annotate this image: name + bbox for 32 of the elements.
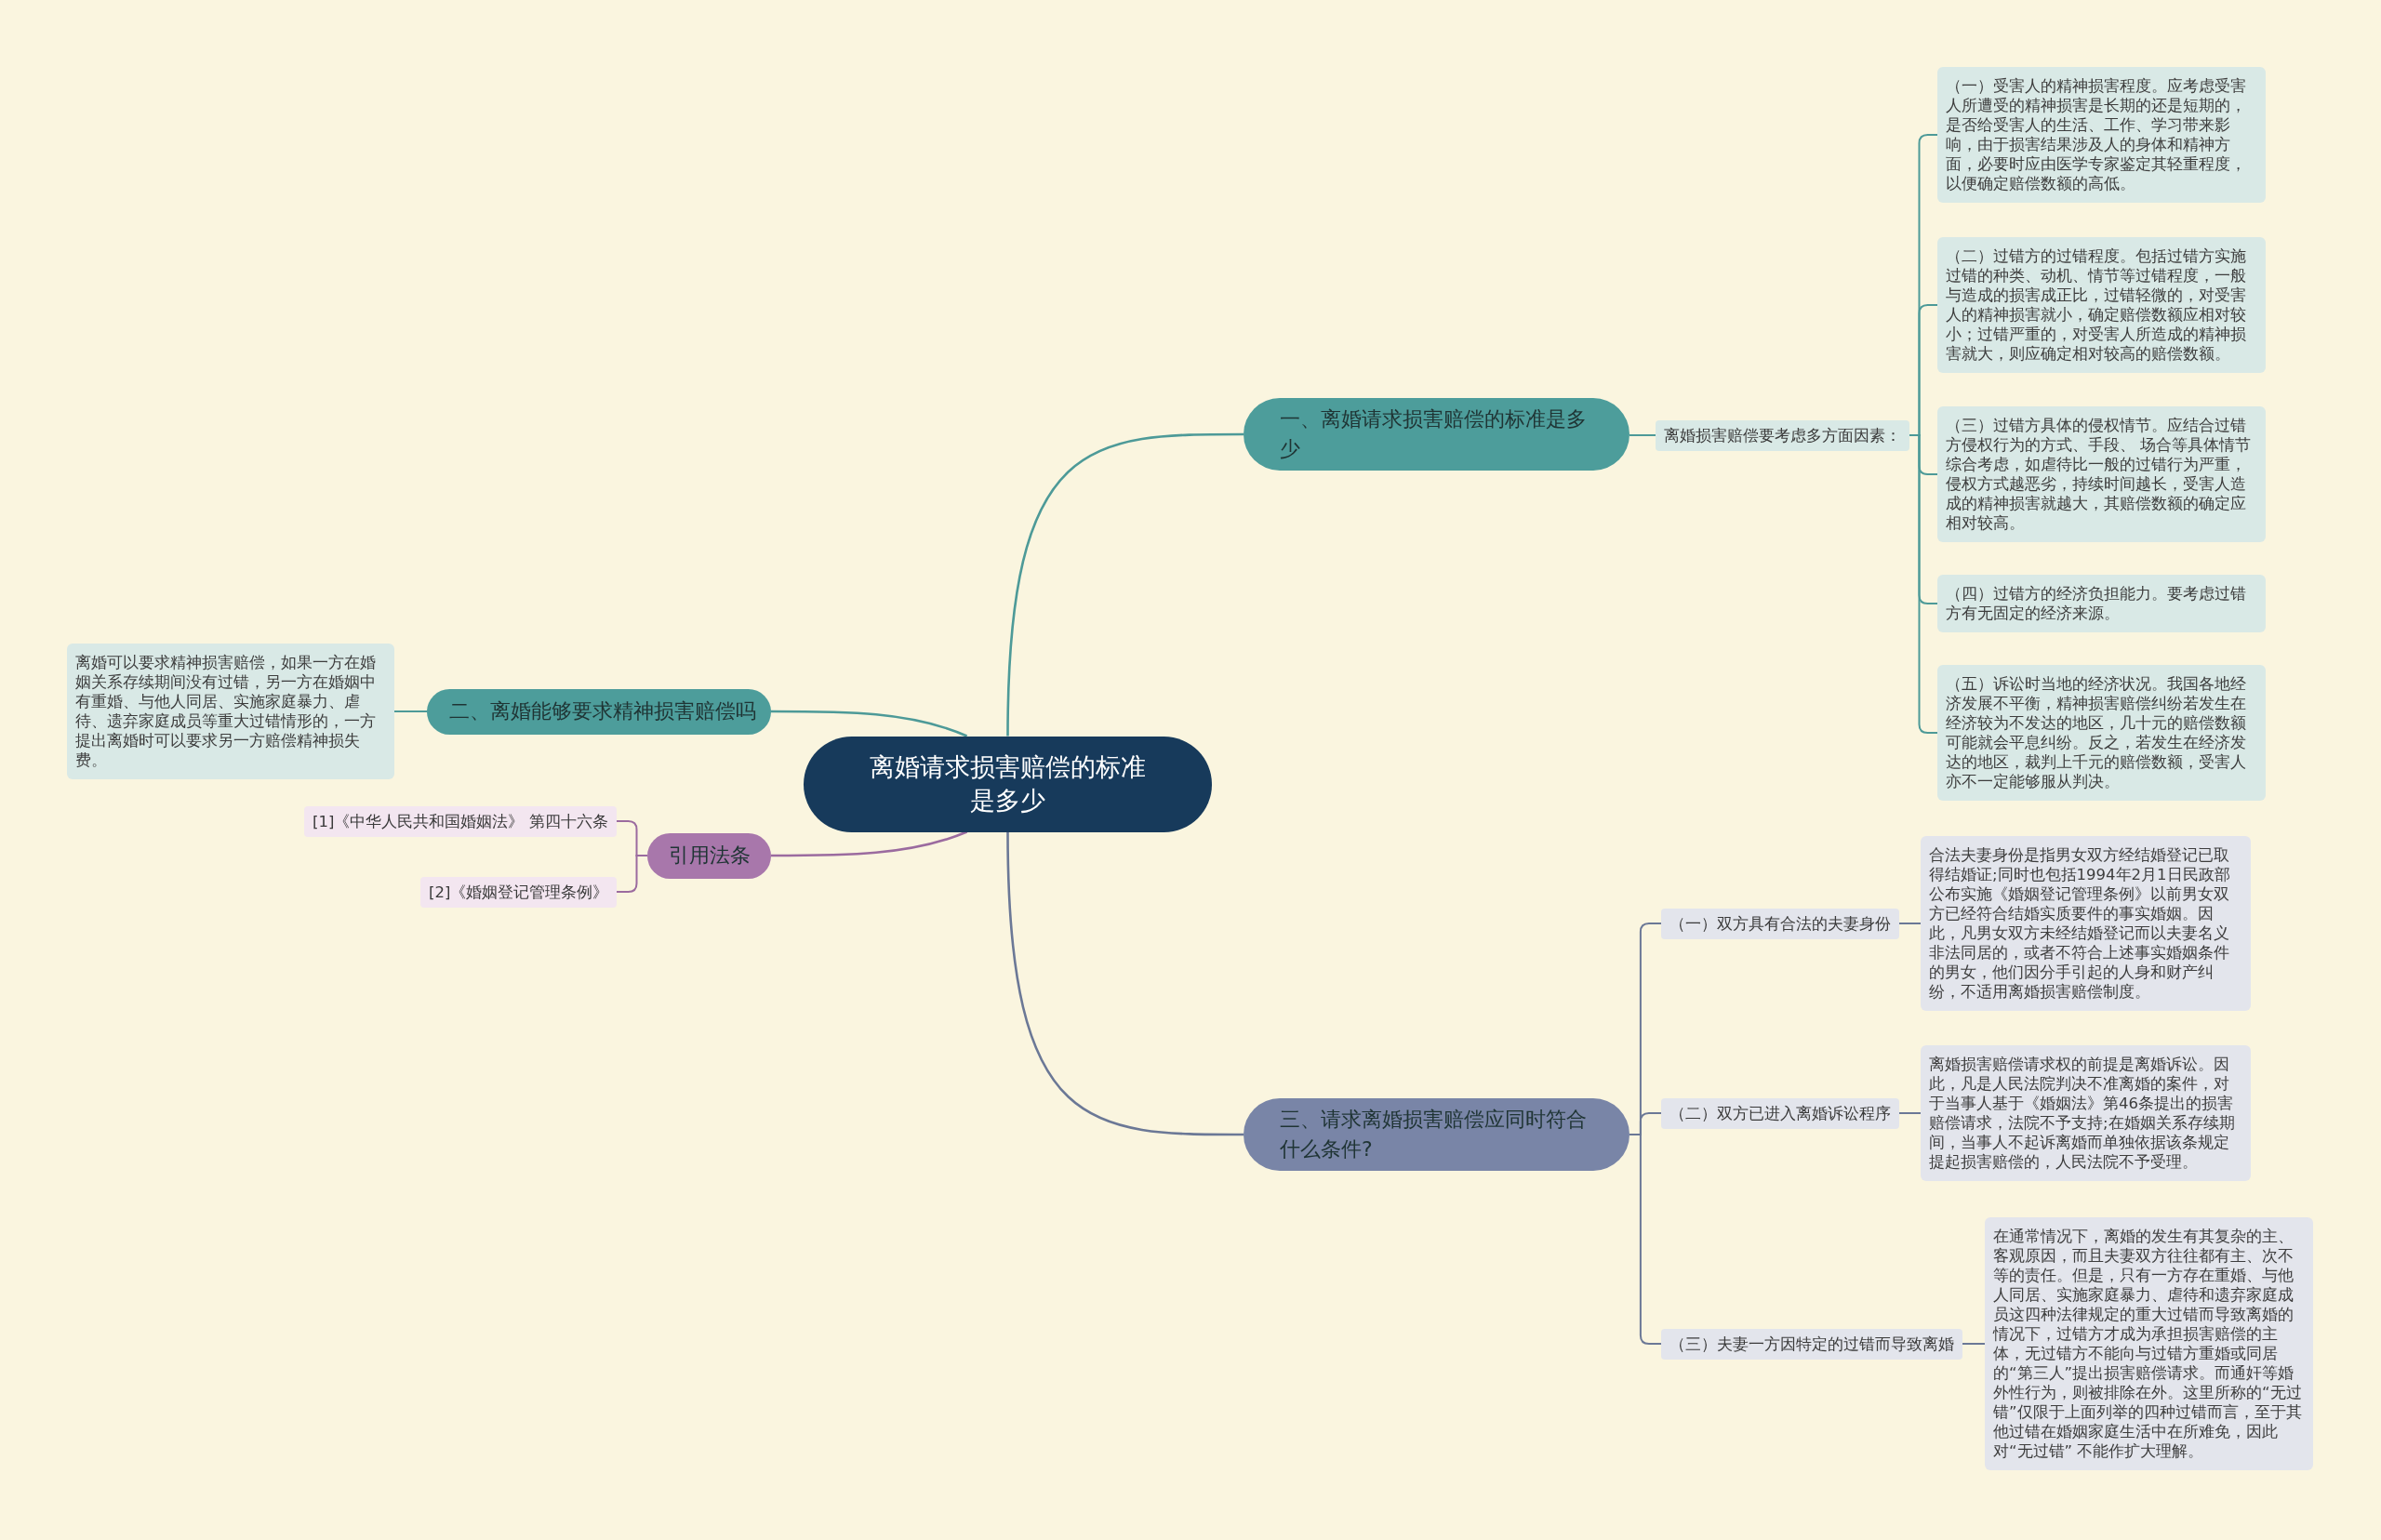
connector-line: [1629, 434, 1656, 436]
connector-line: [1629, 1134, 1662, 1345]
subtopic-label: [1]《中华人民共和国婚姻法》 第四十六条: [304, 805, 617, 837]
connector-line: [1898, 923, 1922, 924]
branch-topic: 三、请求离婚损害赔偿应同时符合什么条件?: [1244, 1098, 1629, 1171]
text-card: （五）诉讼时当地的经济状况。我国各地经济发展不平衡，精神损害赔偿纠纷若发生在经济较为不发达的地区，几十元的赔偿数额可能就会平息纠纷。反之，若发生在经济发达的地区，裁判上千元的赔偿数额，受害人亦不一定能够服从判决。: [1937, 665, 2266, 801]
branch-topic: 引用法条: [647, 832, 771, 879]
central-topic: 离婚请求损害赔偿的标准是多少: [804, 736, 1212, 832]
connector-line: [393, 710, 428, 712]
text-card: 在通常情况下，离婚的发生有其复杂的主、客观原因，而且夫妻双方往往都有主、次不等的责任。但是，只有一方存在重婚、与他人同居、实施家庭暴力、虐待和遗弃家庭成员这四种法律规定的重大过错而导致离婚的情况下，过错方才成为承担损害赔偿的主体，无过错方不能向与过错方重婚或同居的“第三人”提出损害赔偿请求。而通奸等婚外性行为，则被排除在外。这里所称的“无过错”仅限于上面列举的四种过错而言，至于其他过错在婚姻家庭生活中在所难免，因此对“无过错” 不能作扩大理解。: [1985, 1217, 2313, 1470]
connector-line: [1909, 434, 1938, 734]
text-card: 离婚可以要求精神损害赔偿，如果一方在婚姻关系存续期间没有过错，另一方在婚姻中有重婚、与他人同居、实施家庭暴力、虐待、遗弃家庭成员等重大过错情形的，一方提出离婚时可以要求另一方赔偿精神损失费。: [67, 644, 394, 779]
text-card: （二）过错方的过错程度。包括过错方实施过错的种类、动机、情节等过错程度，一般与造成的损害成正比，过错轻微的，对受害人的精神损害就小，确定赔偿数额应相对较小；过错严重的，对受害人所造成的精神损害就大，则应确定相对较高的赔偿数额。: [1937, 237, 2266, 373]
connector-line: [1006, 831, 1244, 1136]
subtopic-label: （三）夫妻一方因特定的过错而导致离婚: [1661, 1328, 1962, 1360]
connector-line: [1006, 432, 1244, 737]
text-card: （四）过错方的经济负担能力。要考虑过错方有无固定的经济来源。: [1937, 575, 2266, 632]
text-card: 合法夫妻身份是指男女双方经结婚登记已取得结婚证;同时也包括1994年2月1日民政部公布实施《婚姻登记管理条例》以前男女双方已经符合结婚实质要件的事实婚姻。因此，凡男女双方未经结婚登记而以夫妻名义非法同居的，或者不符合上述事实婚姻条件的男女，他们因分手引起的人身和财产纠纷，不适用离婚损害赔偿制度。: [1921, 836, 2251, 1011]
connector-line: [1962, 1343, 1986, 1345]
connector-line: [616, 855, 648, 893]
branch-topic: 二、离婚能够要求精神损害赔偿吗: [427, 688, 771, 735]
subtopic-label: [2]《婚姻登记管理条例》: [420, 876, 618, 908]
branch-topic: 一、离婚请求损害赔偿的标准是多少: [1244, 398, 1629, 471]
connector-line: [771, 830, 968, 857]
connector-line: [771, 710, 968, 737]
subtopic-label: （二）双方已进入离婚诉讼程序: [1661, 1097, 1899, 1129]
subtopic-label: 离婚损害赔偿要考虑多方面因素：: [1656, 419, 1909, 451]
text-card: （一）受害人的精神损害程度。应考虑受害人所遭受的精神损害是长期的还是短期的，是否给受害人的生活、工作、学习带来影响，由于损害结果涉及人的身体和精神方面，必要时应由医学专家鉴定其轻重程度，以便确定赔偿数额的高低。: [1937, 67, 2266, 203]
subtopic-label: （一）双方具有合法的夫妻身份: [1661, 908, 1899, 939]
connector-line: [1898, 1112, 1922, 1114]
text-card: （三）过错方具体的侵权情节。应结合过错方侵权行为的方式、手段、 场合等具体情节综合考虑，如虐待比一般的过错行为严重，侵权方式越恶劣，持续时间越长，受害人造成的精神损害就越大，其赔偿数额的确定应相对较高。: [1937, 406, 2266, 542]
text-card: 离婚损害赔偿请求权的前提是离婚诉讼。因此，凡是人民法院判决不准离婚的案件，对于当事人基于《婚姻法》第46条提出的损害赔偿请求，法院不予支持;在婚姻关系存续期间，当事人不起诉离婚而单独依据该条规定提起损害赔偿的，人民法院不予受理。: [1921, 1045, 2251, 1181]
